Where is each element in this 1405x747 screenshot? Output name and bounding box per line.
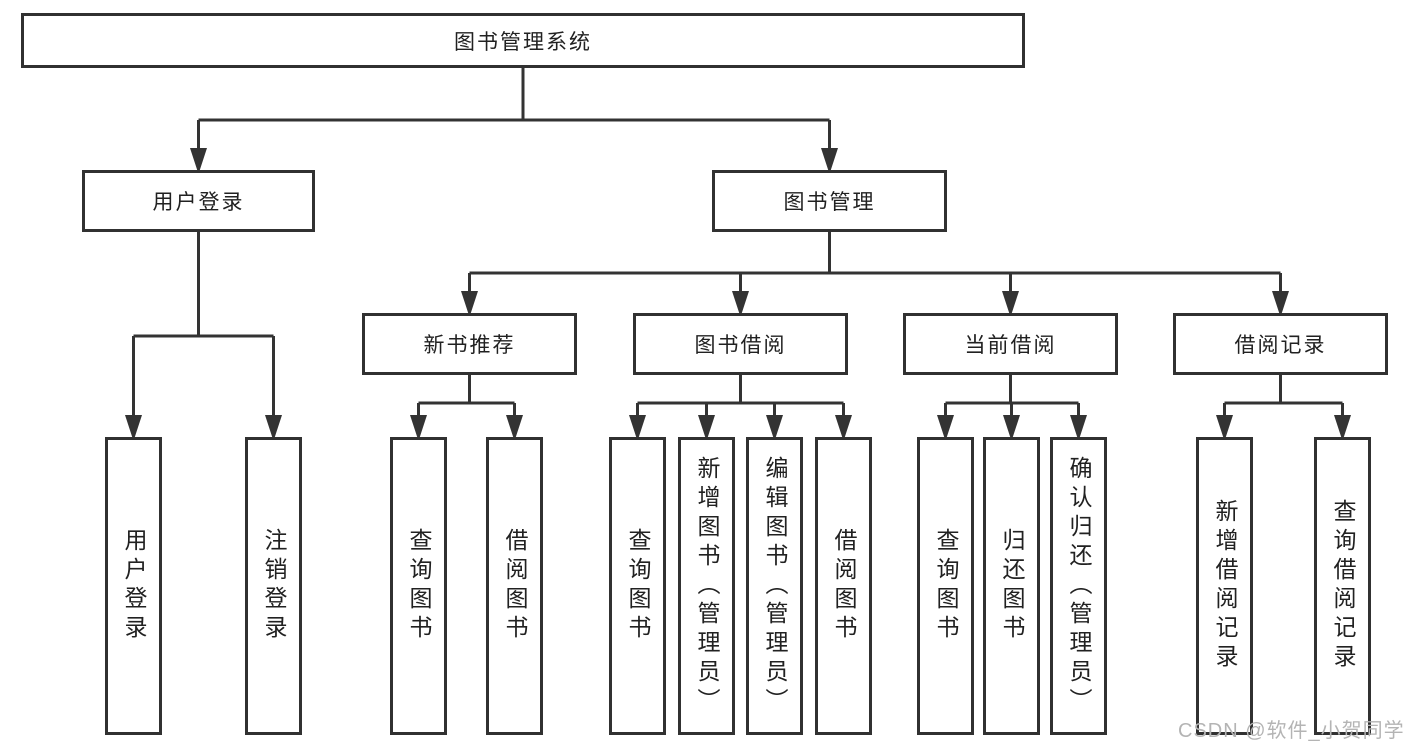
leaf-logout: 注销登录 bbox=[245, 437, 302, 735]
leaf-add-borrow-record: 新增借阅记录 bbox=[1196, 437, 1253, 735]
node-label: 归还图书 bbox=[999, 528, 1025, 644]
leaf-query-books-borrow: 查询图书 bbox=[609, 437, 666, 735]
node-label: 借阅图书 bbox=[831, 528, 857, 644]
node-label: 图书管理系统 bbox=[454, 30, 592, 54]
leaf-user-login: 用户登录 bbox=[105, 437, 162, 735]
node-label: 当前借阅 bbox=[964, 334, 1057, 357]
node-label: 查询借阅记录 bbox=[1330, 499, 1356, 673]
node-label: 确认归还（管理员） bbox=[1066, 455, 1092, 717]
node-book-borrowing: 图书借阅 bbox=[633, 313, 848, 375]
leaf-query-borrow-record: 查询借阅记录 bbox=[1314, 437, 1371, 735]
leaf-borrow-books-recommend: 借阅图书 bbox=[486, 437, 543, 735]
arrowheads bbox=[125, 148, 1351, 441]
node-label: 图书借阅 bbox=[694, 334, 787, 357]
leaf-confirm-return-admin: 确认归还（管理员） bbox=[1050, 437, 1107, 735]
node-label: 新增图书（管理员） bbox=[694, 455, 720, 717]
node-label: 查询图书 bbox=[406, 528, 432, 644]
node-new-book-recommendation: 新书推荐 bbox=[362, 313, 577, 375]
leaf-edit-book-admin: 编辑图书（管理员） bbox=[746, 437, 803, 735]
leaf-query-books-recommend: 查询图书 bbox=[390, 437, 447, 735]
watermark: CSDN @软件_小贺同学 bbox=[1178, 720, 1405, 742]
node-label: 借阅记录 bbox=[1234, 334, 1327, 357]
node-book-management: 图书管理 bbox=[712, 170, 947, 232]
node-label: 编辑图书（管理员） bbox=[762, 455, 788, 717]
node-user-login: 用户登录 bbox=[82, 170, 315, 232]
leaf-return-book: 归还图书 bbox=[983, 437, 1040, 735]
node-label: 注销登录 bbox=[261, 528, 287, 644]
node-current-borrowing: 当前借阅 bbox=[903, 313, 1118, 375]
node-label: 图书管理 bbox=[783, 191, 876, 214]
node-label: 用户登录 bbox=[121, 528, 147, 644]
connector-paths bbox=[132, 68, 1344, 423]
leaf-add-book-admin: 新增图书（管理员） bbox=[678, 437, 735, 735]
node-label: 新增借阅记录 bbox=[1212, 499, 1238, 673]
node-label: 查询图书 bbox=[625, 528, 651, 644]
node-borrowing-records: 借阅记录 bbox=[1173, 313, 1388, 375]
node-label: 用户登录 bbox=[152, 191, 245, 214]
node-label: 新书推荐 bbox=[423, 334, 516, 357]
node-label: 查询图书 bbox=[933, 528, 959, 644]
leaf-query-books-current: 查询图书 bbox=[917, 437, 974, 735]
node-label: 借阅图书 bbox=[502, 528, 528, 644]
leaf-borrow-books: 借阅图书 bbox=[815, 437, 872, 735]
node-library-management-system: 图书管理系统 bbox=[21, 13, 1025, 68]
